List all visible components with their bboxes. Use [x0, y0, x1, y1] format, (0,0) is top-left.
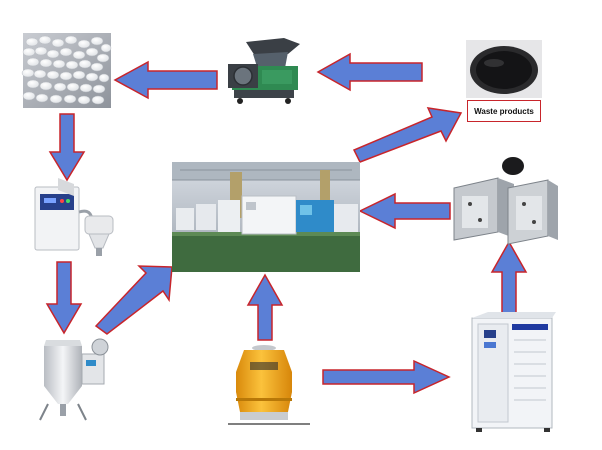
arrow-tower-to-molding	[246, 273, 284, 341]
arrow-autoloader-to-dryer	[45, 261, 83, 335]
plastic-pellets-icon	[21, 33, 112, 108]
hopper-dryer-icon	[39, 338, 109, 421]
arrow-pellets-to-autoloader	[48, 113, 86, 182]
plastic-crusher-icon	[228, 38, 300, 104]
arrow-waste-to-crusher	[316, 52, 423, 92]
arrow-molding-to-waste	[352, 107, 463, 163]
vacuum-autoloader-icon	[34, 178, 114, 256]
arrow-crusher-to-pellets	[113, 60, 218, 100]
arrow-dryer-to-molding	[94, 265, 173, 335]
injection-molding-machines-icon	[172, 162, 360, 272]
water-chiller-icon	[471, 312, 556, 432]
arrow-mold-to-molding	[358, 192, 451, 230]
arrow-chiller-to-mold	[490, 240, 528, 318]
cooling-tower-icon	[228, 345, 310, 425]
arrow-tower-to-chiller	[322, 359, 451, 395]
injection-mold-icon	[453, 157, 558, 245]
waste-products-label: Waste products	[467, 100, 541, 122]
waste-products-tray-icon	[466, 40, 542, 98]
